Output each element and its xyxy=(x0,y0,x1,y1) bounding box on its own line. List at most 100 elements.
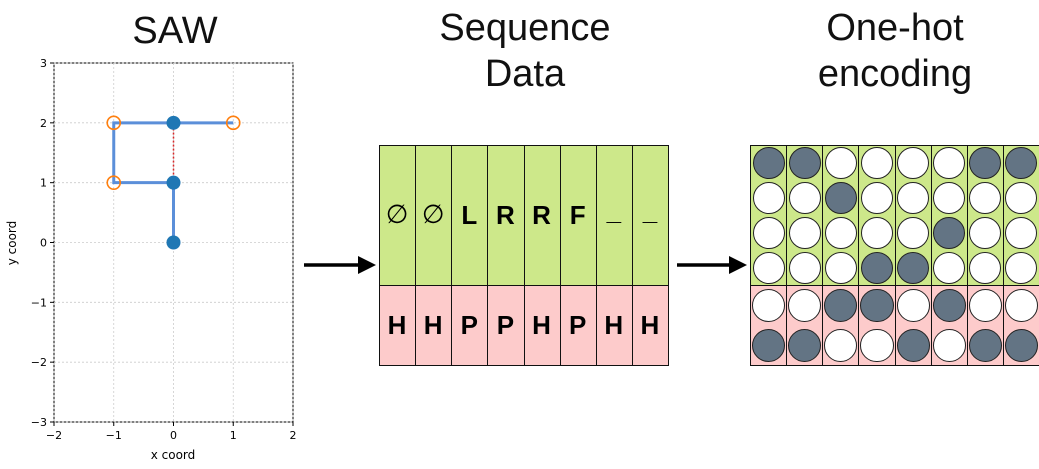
x-axis-label: x coord xyxy=(151,448,196,462)
onehot-residue-empty-circle xyxy=(968,288,1002,323)
y-tick-label: 1 xyxy=(40,177,47,190)
onehot-direction-filled-circle xyxy=(1005,147,1038,179)
residue-symbol: H xyxy=(387,309,407,340)
arrow-to-sequence xyxy=(304,256,376,274)
onehot-residue-filled-circle xyxy=(968,328,1002,363)
residue-symbol: H xyxy=(532,309,551,340)
onehot-direction-empty-circle xyxy=(969,217,1002,249)
onehot-direction-empty-circle xyxy=(752,217,785,249)
onehot-residue-filled-circle xyxy=(896,328,930,363)
onehot-direction-empty-circle xyxy=(752,182,785,214)
h-residue-point xyxy=(166,235,181,250)
h-residue-point xyxy=(166,175,181,190)
onehot-direction-empty-circle xyxy=(933,252,966,284)
residue-symbol: H xyxy=(640,309,660,340)
onehot-direction-empty-circle xyxy=(788,252,821,284)
direction-symbol: ∅ xyxy=(421,200,445,230)
onehot-direction-empty-circle xyxy=(969,252,1002,284)
onehot-residue-filled-circle xyxy=(1004,328,1038,363)
onehot-residue-filled-circle xyxy=(932,288,966,323)
direction-symbol: R xyxy=(532,199,551,230)
onehot-direction-filled-circle xyxy=(860,252,893,284)
onehot-direction-empty-circle xyxy=(897,217,930,249)
residue-symbol: P xyxy=(569,309,587,340)
onehot-direction-filled-circle xyxy=(969,147,1002,179)
onehot-direction-empty-circle xyxy=(752,252,785,284)
residue-symbol: H xyxy=(423,309,443,340)
onehot-direction-empty-circle xyxy=(969,182,1002,214)
sequence-title-line2: Data xyxy=(484,53,566,95)
direction-symbol: R xyxy=(496,199,515,230)
arrow-to-onehot xyxy=(677,256,747,274)
sequence-title-line1: Sequence xyxy=(439,7,611,49)
onehot-direction-empty-circle xyxy=(933,147,966,179)
onehot-direction-empty-circle xyxy=(824,217,857,249)
onehot-direction-empty-circle xyxy=(897,182,930,214)
onehot-title: One-hot encoding xyxy=(760,5,1030,97)
y-tick-label: 3 xyxy=(40,57,47,70)
y-axis-label: y coord xyxy=(5,221,19,266)
y-tick-label: −2 xyxy=(31,356,47,369)
x-tick-label: 2 xyxy=(290,429,297,442)
direction-symbol: _ xyxy=(606,195,622,226)
residue-symbol: P xyxy=(496,309,515,340)
onehot-direction-filled-circle xyxy=(933,217,966,249)
onehot-direction-filled-circle xyxy=(897,252,930,284)
onehot-direction-filled-circle xyxy=(824,182,857,214)
x-tick-label: 1 xyxy=(230,429,237,442)
onehot-direction-empty-circle xyxy=(933,182,966,214)
saw-title: SAW xyxy=(132,10,218,52)
residue-symbol: H xyxy=(604,309,624,340)
onehot-direction-empty-circle xyxy=(824,252,857,284)
residue-cell xyxy=(559,285,597,366)
direction-cell xyxy=(559,145,597,286)
onehot-direction-empty-circle xyxy=(860,217,893,249)
y-tick-label: 0 xyxy=(40,237,47,250)
residue-cell xyxy=(631,285,669,366)
direction-cell xyxy=(415,145,453,286)
h-residue-point xyxy=(166,115,181,130)
onehot-residue-empty-circle xyxy=(788,288,822,323)
onehot-residue-empty-circle xyxy=(1004,288,1038,323)
onehot-direction-empty-circle xyxy=(1005,182,1038,214)
direction-cell xyxy=(631,145,669,286)
direction-symbol: L xyxy=(461,199,478,230)
y-tick-label: −3 xyxy=(31,416,47,429)
onehot-direction-empty-circle xyxy=(897,147,930,179)
onehot-direction-empty-circle xyxy=(1005,252,1038,284)
direction-cell xyxy=(523,145,561,286)
direction-symbol: F xyxy=(569,199,586,230)
x-tick-label: 0 xyxy=(170,429,177,442)
onehot-residue-filled-circle xyxy=(752,328,786,363)
p-residue-point xyxy=(225,115,241,131)
p-residue-point xyxy=(106,115,122,131)
saw-path-line xyxy=(112,121,234,243)
onehot-title-line1: One-hot xyxy=(826,7,964,49)
onehot-direction-empty-circle xyxy=(860,147,893,179)
onehot-direction-empty-circle xyxy=(860,182,893,214)
x-tick-label: −2 xyxy=(46,429,62,442)
y-tick-label: 2 xyxy=(40,117,47,130)
onehot-direction-empty-circle xyxy=(824,147,857,179)
onehot-direction-empty-circle xyxy=(788,217,821,249)
onehot-residue-filled-circle xyxy=(860,288,894,323)
direction-symbol: ∅ xyxy=(385,200,409,230)
onehot-direction-filled-circle xyxy=(752,147,785,179)
sequence-data-title: Sequence Data xyxy=(400,5,650,97)
onehot-table xyxy=(750,145,1039,366)
onehot-residue-empty-circle xyxy=(752,288,786,323)
onehot-direction-empty-circle xyxy=(1005,217,1038,249)
direction-cell xyxy=(379,145,417,286)
residue-cell xyxy=(487,285,525,366)
onehot-direction-empty-circle xyxy=(788,182,821,214)
onehot-residue-filled-circle xyxy=(788,328,822,363)
onehot-residue-empty-circle xyxy=(860,328,894,363)
onehot-residue-empty-circle xyxy=(932,328,966,363)
onehot-residue-empty-circle xyxy=(824,328,858,363)
onehot-direction-filled-circle xyxy=(788,147,821,179)
onehot-title-line2: encoding xyxy=(817,53,973,95)
onehot-residue-empty-circle xyxy=(896,288,930,323)
x-tick-label: −1 xyxy=(106,429,122,442)
